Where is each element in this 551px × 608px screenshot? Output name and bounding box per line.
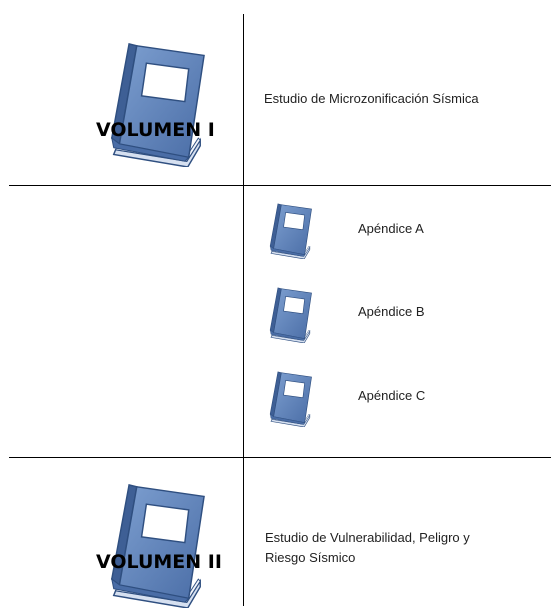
book-icon: [269, 371, 312, 427]
appendix-a-label: Apéndice A: [358, 221, 424, 236]
book-icon: [269, 203, 312, 259]
book-icon: [110, 43, 205, 167]
horizontal-divider-bottom: [9, 457, 551, 458]
volume-2-label: VOLUMEN II: [96, 551, 222, 573]
book-icon: [269, 287, 312, 343]
appendix-c-label: Apéndice C: [358, 388, 426, 403]
volume-2-description-line-2: Riesgo Sísmico: [265, 550, 356, 565]
appendix-b-label: Apéndice B: [358, 304, 425, 319]
vertical-divider: [243, 14, 244, 606]
horizontal-divider-top: [9, 185, 551, 186]
volume-1-description: Estudio de Microzonificación Sísmica: [264, 91, 479, 106]
volume-2-description: Estudio de Vulnerabilidad, Peligro y Rie…: [265, 528, 470, 568]
volume-1-label: VOLUMEN I: [96, 119, 215, 141]
volume-2-description-line-1: Estudio de Vulnerabilidad, Peligro y: [265, 530, 470, 545]
book-icon: [110, 484, 205, 608]
